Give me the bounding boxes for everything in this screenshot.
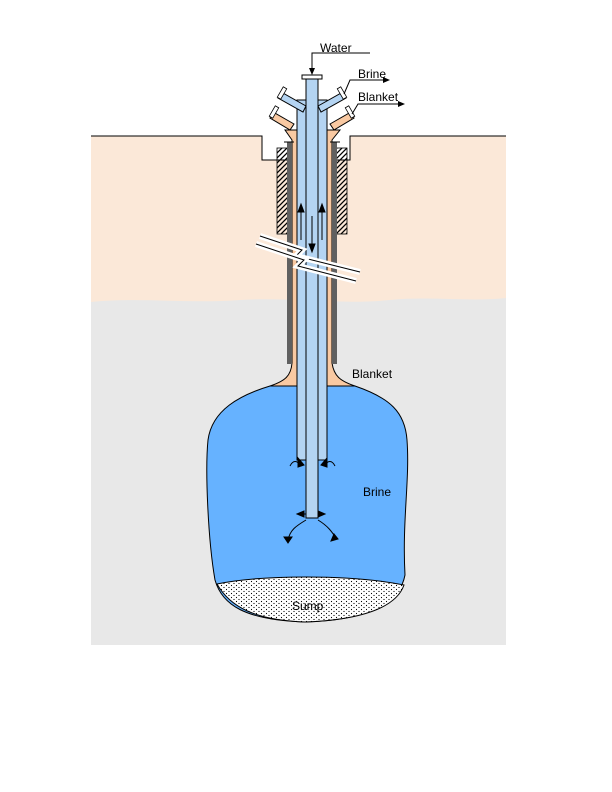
brine-outlet-leader (343, 79, 383, 95)
water-leader-line (311, 52, 370, 72)
brine-outlet-label: Brine (358, 67, 386, 81)
water-label: Water (320, 41, 352, 55)
sump-label: Sump (292, 599, 324, 613)
flow-arrows (283, 202, 339, 544)
blanket-label: Blanket (352, 367, 393, 381)
break-lines (255, 233, 361, 284)
blanket-outlet-leader (351, 103, 398, 115)
brine-label: Brine (363, 485, 391, 499)
blanket-outlet-arm-left (269, 111, 295, 131)
water-inlet-flange (301, 74, 323, 80)
inner-water-tube (305, 77, 319, 519)
outer-casing-right (332, 142, 337, 364)
sump-dots (217, 577, 404, 622)
blanket-outlet-arm (329, 111, 355, 131)
blanket-outlet-label: Blanket (358, 90, 399, 104)
